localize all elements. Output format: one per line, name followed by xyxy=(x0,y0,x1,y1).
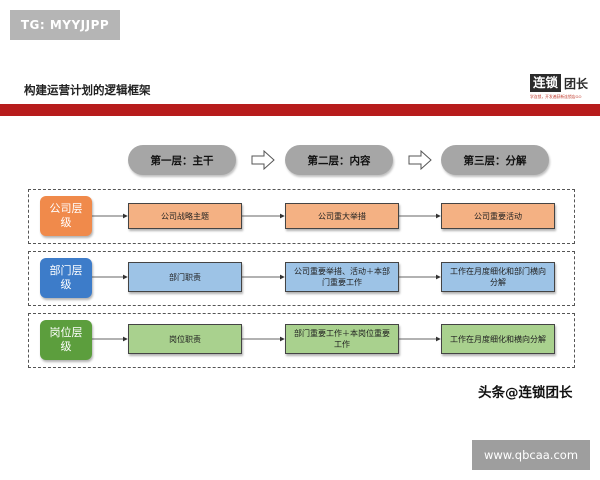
position-row-frame xyxy=(28,313,575,368)
logo-main-text: 连锁 xyxy=(530,74,562,92)
position-box-3: 工作在月度细化和横向分解 xyxy=(441,324,555,354)
company-box-1: 公司战略主题 xyxy=(128,203,242,229)
row-label-company: 公司层级 xyxy=(40,196,92,236)
department-row-frame xyxy=(28,251,575,306)
watermark-tag: TG: MYYJJPP xyxy=(10,10,120,40)
watermark-url: www.qbcaa.com xyxy=(472,440,590,470)
company-box-2: 公司重大举措 xyxy=(285,203,399,229)
header-divider-band xyxy=(0,104,600,116)
layer-1-pill: 第一层：主干 xyxy=(128,145,236,175)
brand-logo: 连锁 团长 学连锁，开发遍获新连锁店GO xyxy=(530,74,594,106)
row-label-position: 岗位层级 xyxy=(40,320,92,360)
position-box-2: 部门重要工作＋本岗位重要工作 xyxy=(285,324,399,354)
slide-title: 构建运营计划的逻辑框架 xyxy=(24,83,151,97)
hollow-arrow-right-icon xyxy=(251,150,275,170)
department-box-1: 部门职责 xyxy=(128,262,242,292)
position-box-1: 岗位职责 xyxy=(128,324,242,354)
logo-tagline: 学连锁，开发遍获新连锁店GO xyxy=(530,94,582,99)
logo-sub-text: 团长 xyxy=(564,76,589,91)
department-box-2: 公司重要举措、活动＋本部门重要工作 xyxy=(285,262,399,292)
company-row-frame xyxy=(28,189,575,244)
layer-3-pill: 第三层：分解 xyxy=(441,145,549,175)
company-box-3: 公司重要活动 xyxy=(441,203,555,229)
department-box-3: 工作在月度细化和部门横向分解 xyxy=(441,262,555,292)
layer-2-pill: 第二层：内容 xyxy=(285,145,393,175)
hollow-arrow-right-icon xyxy=(408,150,432,170)
watermark-source: 头条@连锁团长 xyxy=(478,385,573,401)
row-label-department: 部门层级 xyxy=(40,258,92,298)
